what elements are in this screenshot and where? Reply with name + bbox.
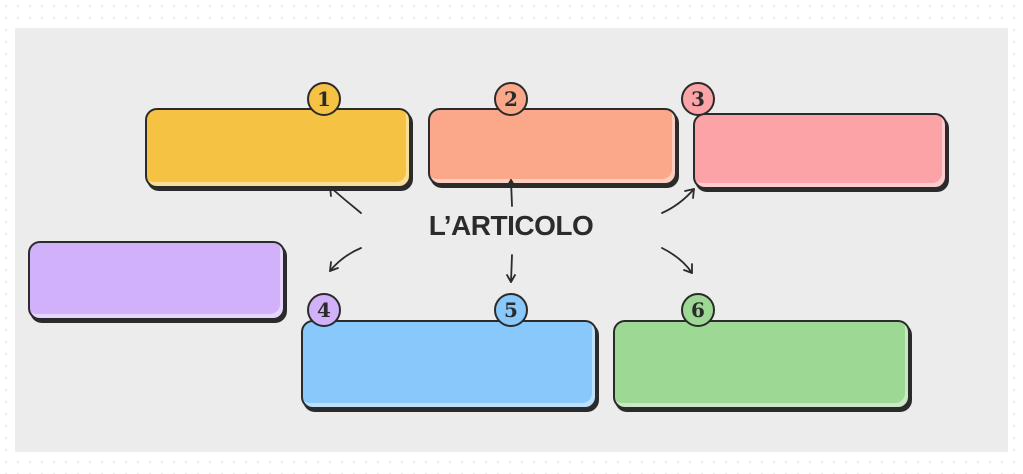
arrow-to-6 [661, 247, 693, 274]
arrow-to-4 [329, 247, 362, 272]
arrow-to-1 [329, 186, 362, 214]
badge-1: 1 [307, 82, 341, 116]
badge-2: 2 [494, 82, 528, 116]
box-1[interactable] [145, 108, 411, 188]
arrow-to-5 [506, 254, 516, 283]
arrow-to-3 [661, 188, 695, 214]
badge-6: 6 [681, 293, 715, 327]
arrow-to-2 [506, 179, 516, 207]
box-6[interactable] [613, 320, 910, 409]
box-3[interactable] [693, 113, 947, 189]
badge-3: 3 [681, 82, 715, 116]
box-5[interactable] [301, 320, 597, 409]
box-2[interactable] [428, 108, 677, 185]
central-title: L’ARTICOLO [428, 210, 594, 241]
badge-4: 4 [307, 293, 341, 327]
badge-5: 5 [494, 293, 528, 327]
box-purple[interactable] [28, 241, 285, 320]
